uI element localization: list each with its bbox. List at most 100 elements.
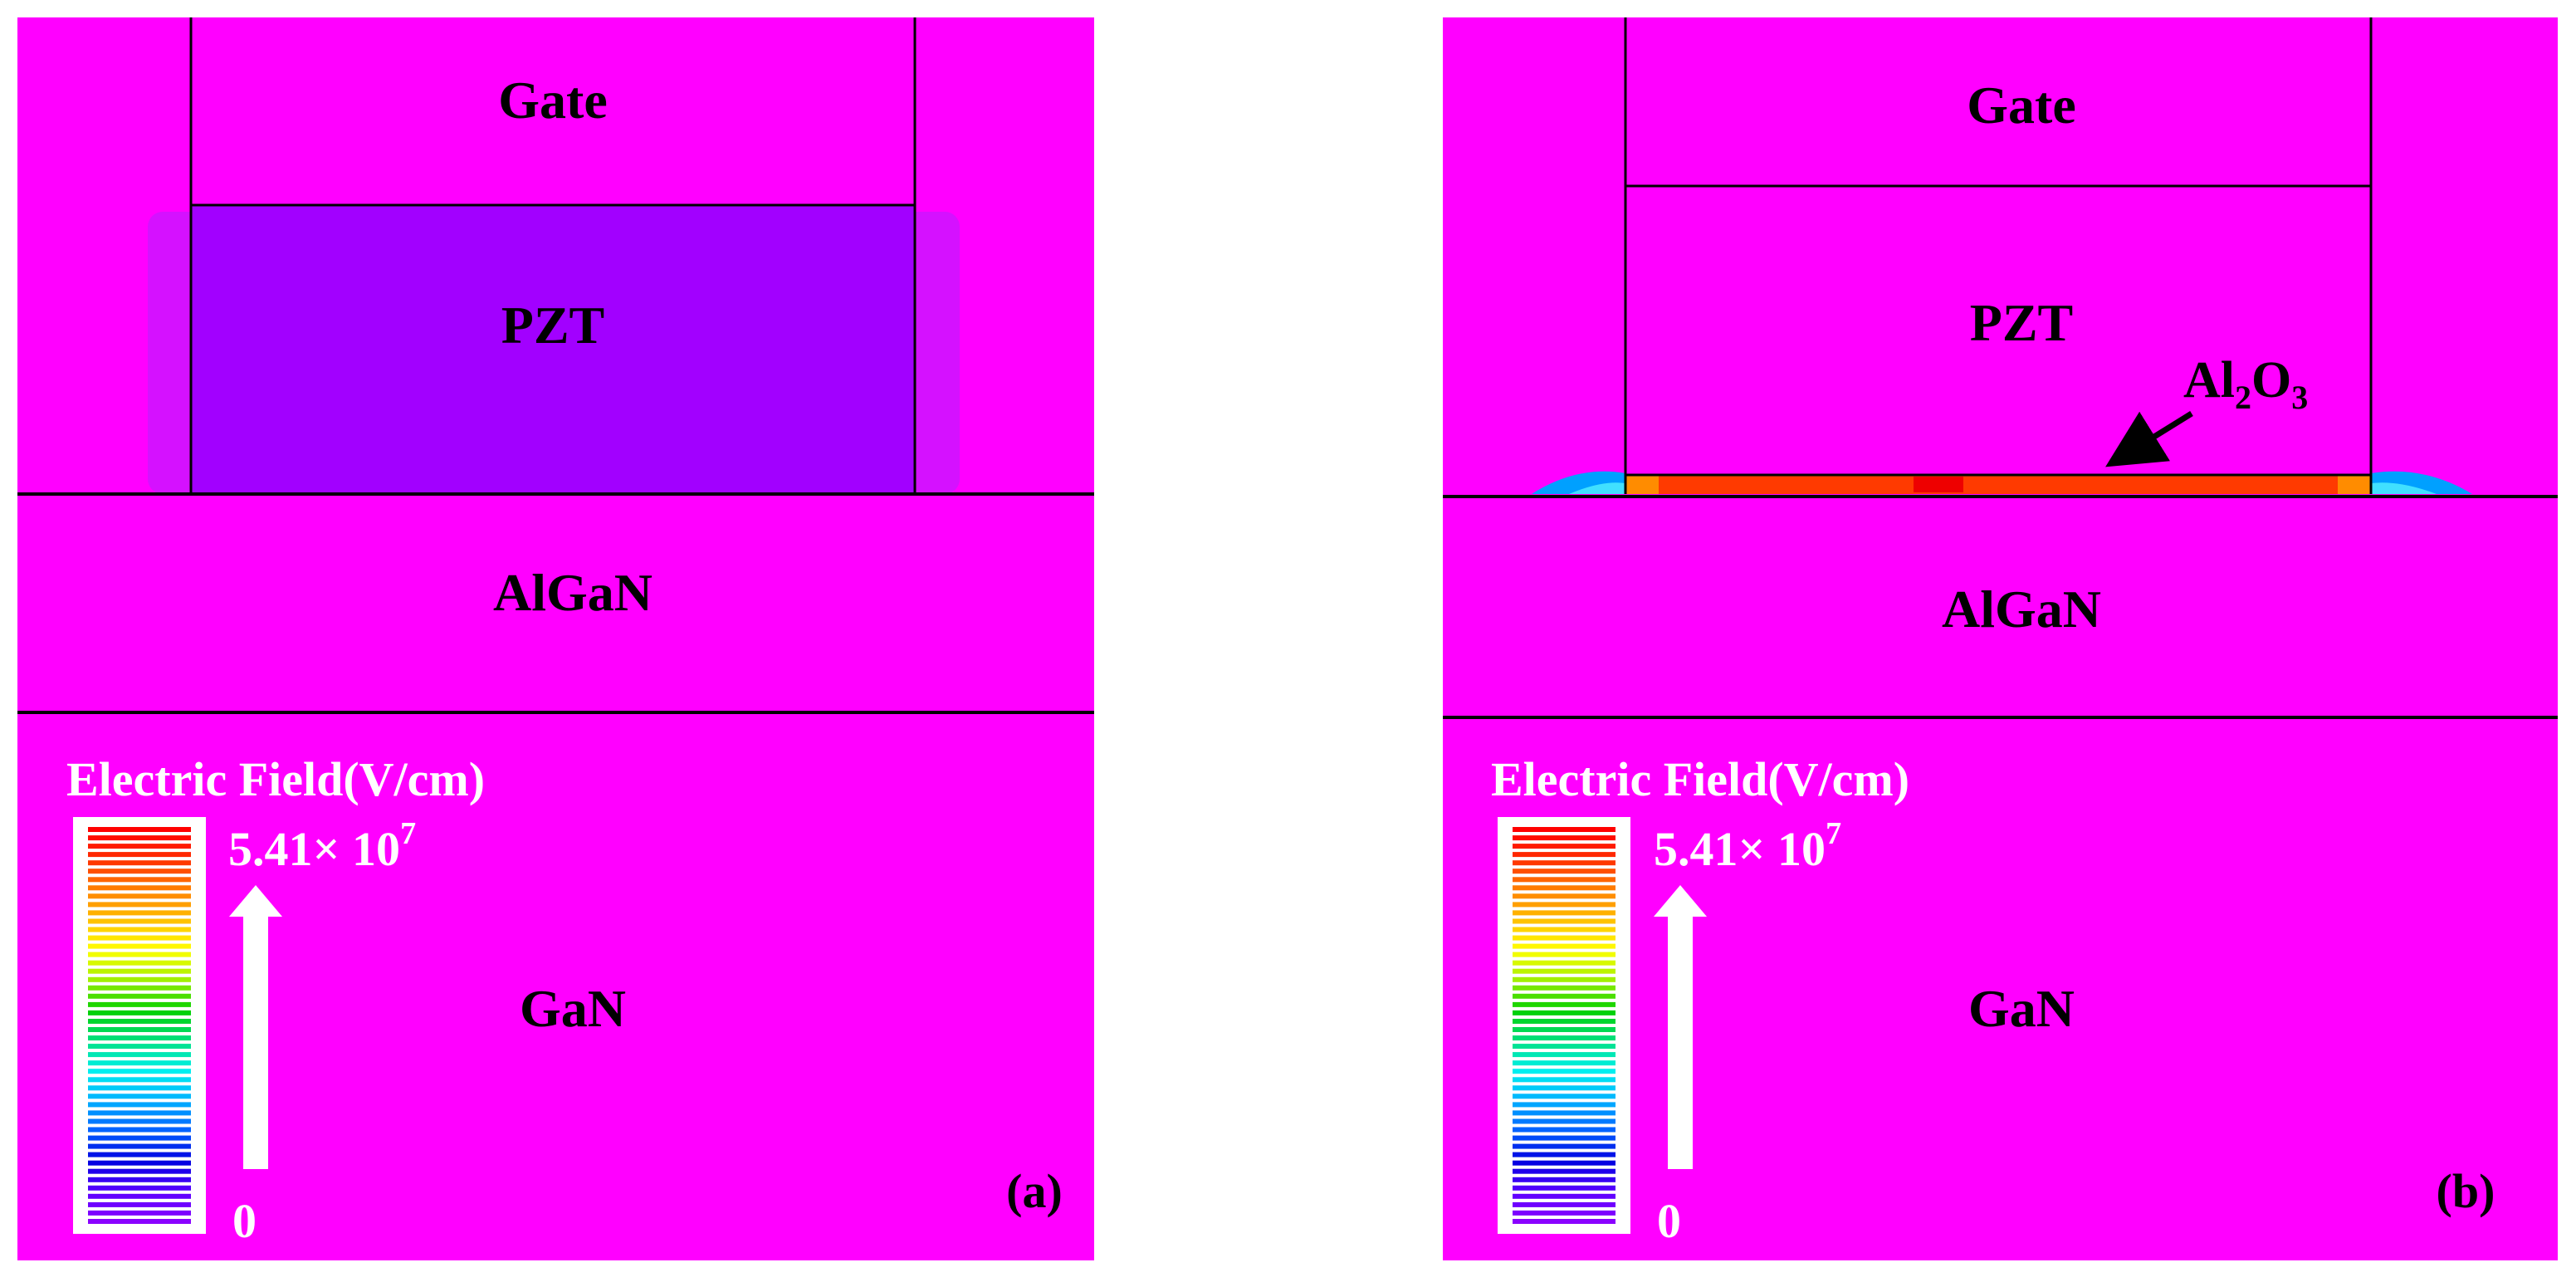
panel-b-colorbar-band	[1513, 943, 1615, 949]
panel-b-colorbar-band	[1513, 1152, 1615, 1157]
panel-b-colorbar-band	[1513, 1102, 1615, 1108]
panel-a-colorbar-band	[88, 1219, 191, 1224]
panel-b-colorbar-band	[1513, 960, 1615, 966]
panel-a-colorbar-band	[88, 827, 191, 832]
panel-a-colorbar-band	[88, 1160, 191, 1166]
panel-b-oxide-layer	[1625, 475, 2371, 494]
panel-a-colorbar-band	[88, 1168, 191, 1174]
panel-a-colorbar-band	[88, 869, 191, 874]
panel-b-colorbar-band	[1513, 968, 1615, 974]
panel-a-colorbar-band	[88, 1102, 191, 1108]
panel-a-colorbar-band	[88, 835, 191, 841]
panel-a-colorbar-band	[88, 935, 191, 941]
panel-a-colorbar-band	[88, 1085, 191, 1091]
panel-a-colorbar-band	[88, 877, 191, 883]
panel-a-colorbar-band	[88, 1001, 191, 1007]
panel-a-colorbar-band	[88, 1110, 191, 1116]
panel-a-colorbar-band	[88, 910, 191, 916]
panel-b-colorbar-band	[1513, 1177, 1615, 1182]
panel-a-colorbar-band	[88, 960, 191, 966]
panel-b-colorbar-band	[1513, 976, 1615, 982]
panel-b-colorbar-band	[1513, 844, 1615, 849]
panel-b-legend-arrow-head	[1654, 885, 1707, 917]
panel-b-colorbar-band	[1513, 893, 1615, 899]
panel-a-colorbar-band	[88, 968, 191, 974]
panel-a-colorbar-band	[88, 1044, 191, 1050]
panel-a-colorbar-band	[88, 1019, 191, 1024]
panel-b-colorbar-band	[1513, 1060, 1615, 1066]
panel-a-legend-arrow-head	[229, 885, 282, 917]
panel-b-colorbar-band	[1513, 993, 1615, 999]
panel-b-colorbar-band	[1513, 1010, 1615, 1015]
panel-b-colorbar-band	[1513, 1077, 1615, 1083]
panel-a-colorbar-band	[88, 1060, 191, 1066]
panel-b-colorbar-band	[1513, 1044, 1615, 1050]
panel-b-colorbar-band	[1513, 835, 1615, 841]
panel-a-colorbar-band	[88, 1135, 191, 1141]
panel-b-oxide-left-end	[1625, 475, 1659, 494]
panel-b-colorbar-band	[1513, 1019, 1615, 1024]
panel-b-colorbar-band	[1513, 1085, 1615, 1091]
panel-a-legend-title: Electric Field(V/cm)	[66, 752, 485, 806]
panel-a-colorbar-band	[88, 1201, 191, 1207]
panel-a-colorbar-band	[88, 885, 191, 891]
panel-a-colorbar-band	[88, 893, 191, 899]
panel-a: Gate PZT AlGaN GaN Electric Field(V/cm) …	[17, 17, 1094, 1260]
panel-b-colorbar-band	[1513, 935, 1615, 941]
panel-b-colorbar-band	[1513, 1143, 1615, 1149]
panel-a-colorbar-band	[88, 1127, 191, 1133]
panel-b-oxide-center	[1914, 477, 1963, 492]
panel-a-colorbar-band	[88, 943, 191, 949]
panel-b-pzt-label: PZT	[1970, 293, 2073, 352]
panel-b-colorbar-band	[1513, 1219, 1615, 1224]
panel-a-colorbar-band	[88, 918, 191, 924]
panel-a-colorbar-band	[88, 1118, 191, 1124]
panel-a-colorbar-band	[88, 985, 191, 991]
panel-a-colorbar-band	[88, 927, 191, 932]
panel-b: Gate PZT AlGaN GaN Al2O3 Electric Field(…	[1443, 17, 2558, 1260]
panel-a-colorbar-band	[88, 1069, 191, 1074]
panel-a-colorbar-band	[88, 902, 191, 908]
panel-a-colorbar-band	[88, 852, 191, 858]
panel-b-colorbar-band	[1513, 927, 1615, 932]
panel-a-colorbar-band	[88, 1010, 191, 1015]
panel-b-gan-label: GaN	[1968, 979, 2075, 1038]
panel-a-colorbar-band	[88, 1143, 191, 1149]
panel-b-colorbar-band	[1513, 1160, 1615, 1166]
panel-b-colorbar-band	[1513, 1110, 1615, 1116]
panel-b-colorbar-band	[1513, 1027, 1615, 1032]
panel-a-colorbar-band	[88, 952, 191, 957]
panel-a-pzt-region	[191, 205, 915, 494]
panel-a-colorbar-band	[88, 1035, 191, 1041]
panel-b-colorbar-band	[1513, 1052, 1615, 1058]
panel-a-colorbar-band	[88, 993, 191, 999]
panel-b-colorbar-band	[1513, 1201, 1615, 1207]
panel-b-oxide-label: Al2O3	[2183, 352, 2308, 416]
panel-b-colorbar-band	[1513, 1069, 1615, 1074]
panel-b-colorbar	[1513, 827, 1615, 1224]
panel-b-colorbar-band	[1513, 1001, 1615, 1007]
panel-b-colorbar-band	[1513, 910, 1615, 916]
panel-b-colorbar-band	[1513, 827, 1615, 832]
panel-b-legend-max: 5.41× 107	[1654, 816, 1841, 876]
panel-b-label: (b)	[2437, 1164, 2495, 1218]
panel-b-legend-title: Electric Field(V/cm)	[1491, 752, 1909, 806]
panel-b-colorbar-band	[1513, 1168, 1615, 1174]
panel-b-oxide-right-end	[2338, 475, 2371, 494]
panel-a-label: (a)	[1006, 1164, 1063, 1218]
panel-b-colorbar-band	[1513, 860, 1615, 866]
panel-b-legend-min: 0	[1657, 1194, 1681, 1248]
panel-a-gan-label: GaN	[520, 979, 626, 1038]
panel-a-colorbar-band	[88, 1052, 191, 1058]
panel-a-gate-label: Gate	[498, 71, 608, 130]
panel-b-left-fringe-inner	[1569, 482, 1625, 494]
panel-b-colorbar-band	[1513, 1135, 1615, 1141]
panel-b-algan-label: AlGaN	[1942, 580, 2101, 639]
panel-a-colorbar-band	[88, 1177, 191, 1182]
panel-b-colorbar-band	[1513, 877, 1615, 883]
panel-b-colorbar-band	[1513, 869, 1615, 874]
panel-a-colorbar-band	[88, 976, 191, 982]
panel-a-legend-max: 5.41× 107	[228, 816, 416, 876]
